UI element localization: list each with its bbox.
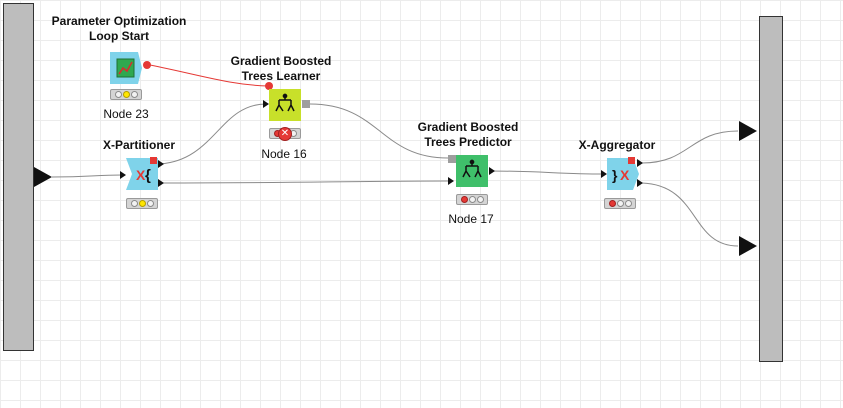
loop-start-node[interactable] [110,52,142,84]
wire-partitioner-to-learner[interactable] [159,103,267,165]
svg-text:}: } [612,167,618,183]
loop-start-title-line1: Parameter Optimization [51,14,187,28]
predictor-data-input-port[interactable] [448,177,454,185]
wire-input-to-partitioner[interactable] [51,174,123,178]
wire-aggregator-bottom-out[interactable] [641,182,739,247]
aggregator-node[interactable]: } X [607,158,639,190]
x-partition-icon: X { [126,158,158,190]
learner-flow-port[interactable] [265,82,273,90]
predictor-output-port[interactable] [489,167,495,175]
learner-title: Gradient Boosted Trees Learner [231,54,332,84]
partitioner-flow-port[interactable] [150,157,157,164]
partitioner-node[interactable]: X { [126,158,158,190]
predictor-title: Gradient Boosted Trees Predictor [418,120,519,150]
learner-model-output-port[interactable] [302,100,310,108]
svg-text:{: { [145,167,151,184]
chart-line-icon [110,52,142,84]
partitioner-title: X-Partitioner [102,138,176,152]
aggregator-output-port-bottom[interactable] [637,179,643,187]
predictor-status-lights [456,194,488,205]
predictor-title-line2: Trees Predictor [424,135,512,149]
loop-start-flow-port[interactable] [143,61,151,69]
aggregator-flow-port[interactable] [628,157,635,164]
status-light [616,200,624,207]
wire-predictor-to-aggregator[interactable] [489,170,605,175]
right-metanode-bar[interactable] [759,16,783,362]
status-light [460,196,468,203]
wire-partitioner-to-predictor[interactable] [159,180,451,184]
learner-title-line2: Trees Learner [241,69,321,83]
learner-title-line1: Gradient Boosted [230,54,332,68]
wire-learner-to-predictor[interactable] [309,103,449,159]
partitioner-status-lights [126,198,158,209]
loop-start-title: Parameter Optimization Loop Start [52,14,187,44]
status-light [476,196,484,203]
aggregator-status-lights [604,198,636,209]
aggregator-input-port[interactable] [601,170,607,178]
status-light [468,196,476,203]
loop-start-title-line2: Loop Start [88,29,149,43]
predictor-title-line1: Gradient Boosted [417,120,519,134]
x-aggregate-icon: } X [607,158,639,190]
loop-start-label[interactable]: Node 23 [103,107,149,121]
status-light [130,91,138,98]
predictor-node[interactable] [456,155,488,187]
loop-start-status-lights [110,89,142,100]
right-metanode-input-port-top[interactable] [739,121,757,141]
aggregator-output-port-top[interactable] [637,159,643,167]
learner-data-input-port[interactable] [263,100,269,108]
wire-aggregator-top-out[interactable] [641,130,739,164]
learner-error-icon[interactable]: ✕ [278,127,292,141]
svg-text:X: X [620,167,630,183]
flow-variable-wire[interactable] [149,64,269,87]
right-metanode-input-port-bottom[interactable] [739,236,757,256]
status-light [130,200,138,207]
tree-predictor-icon [462,159,482,178]
status-light [122,91,130,98]
status-light [146,200,154,207]
status-light [138,200,146,207]
learner-node[interactable] [269,89,301,121]
svg-text:X: X [136,167,146,183]
status-light [114,91,122,98]
left-metanode-output-port[interactable] [34,167,52,187]
partitioner-input-port[interactable] [120,171,126,179]
predictor-label[interactable]: Node 17 [448,212,494,226]
status-light [608,200,616,207]
partitioner-output-port-bottom[interactable] [158,179,164,187]
status-light [624,200,632,207]
predictor-model-input-port[interactable] [448,155,456,163]
partitioner-output-port-top[interactable] [158,160,164,168]
left-metanode-bar[interactable] [3,3,34,351]
aggregator-title: X-Aggregator [578,138,656,152]
learner-label[interactable]: Node 16 [261,147,307,161]
tree-learner-icon [275,93,295,112]
